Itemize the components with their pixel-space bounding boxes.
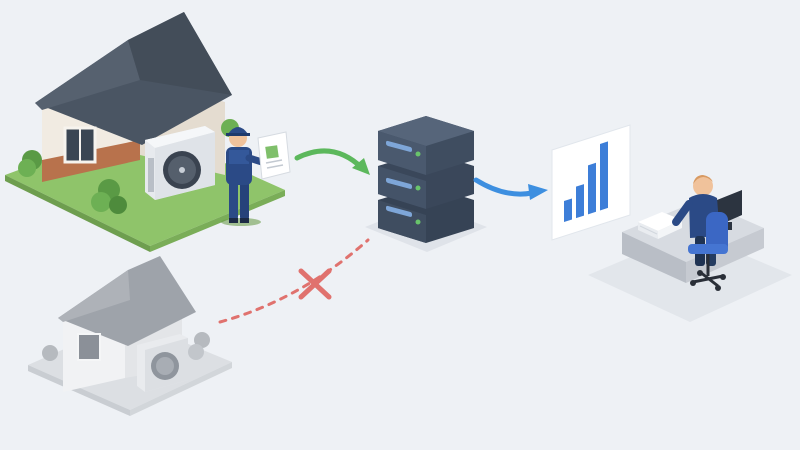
house-without-connection	[28, 256, 232, 416]
grey-shrubs	[42, 332, 210, 361]
house-with-heat-pump	[5, 12, 291, 252]
analyst	[672, 175, 720, 266]
edge-technician-to-server	[294, 148, 370, 175]
x-mark-icon	[298, 268, 332, 300]
arrow-head-icon	[352, 158, 370, 175]
chart-bar	[600, 141, 608, 211]
chart-bar	[576, 184, 584, 219]
server-unit-top	[378, 116, 474, 175]
chart-bar	[564, 198, 572, 222]
heat-pump-icon	[145, 126, 215, 200]
arrow-head-icon	[528, 184, 548, 200]
server-icon	[365, 116, 487, 252]
chart-bar	[588, 162, 596, 215]
heat-pump-icon	[137, 334, 188, 392]
edge-blocked	[218, 238, 370, 324]
lawn-edge-right	[150, 190, 285, 252]
shrubs	[18, 119, 239, 214]
office-chair-icon	[688, 212, 728, 291]
person-at-computer-icon	[588, 175, 792, 322]
lawn-edge	[5, 175, 150, 252]
edge-server-to-chart	[473, 177, 548, 200]
bar-chart-icon	[551, 124, 631, 241]
checklist-icon	[257, 131, 291, 180]
house-icon	[35, 12, 232, 182]
chart-bars	[564, 141, 608, 222]
